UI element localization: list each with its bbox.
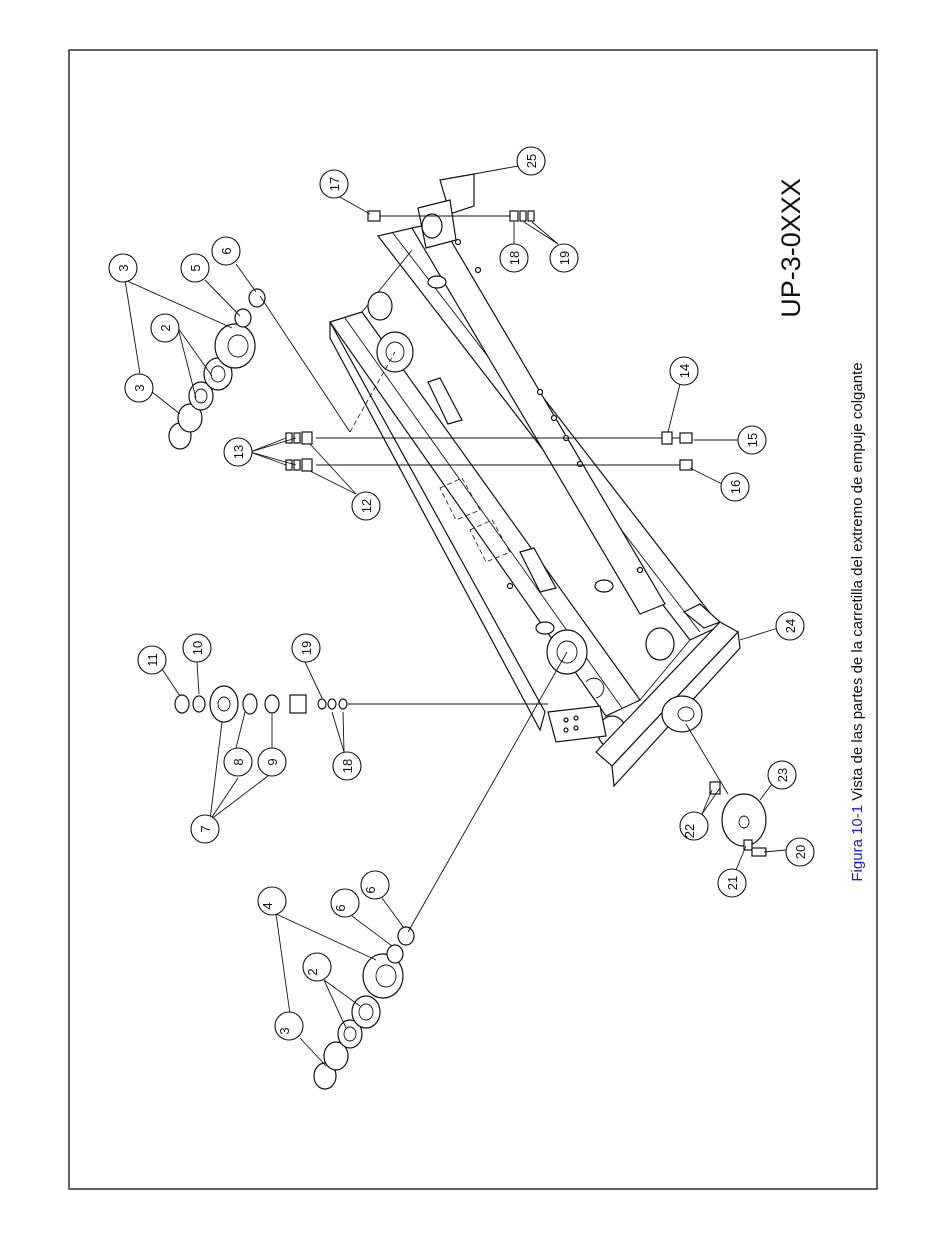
callout-5a: 5 — [181, 254, 209, 282]
callout-label: 2 — [305, 968, 320, 975]
callout-label: 12 — [359, 499, 374, 513]
callout-label: 19 — [299, 641, 314, 655]
callout-9: 9 — [258, 748, 286, 776]
callout-label: 25 — [524, 154, 539, 168]
callout-label: 23 — [775, 768, 790, 782]
callout-17: 17 — [320, 170, 348, 198]
callout-13: 13 — [224, 438, 252, 466]
callout-label: 21 — [725, 876, 740, 890]
callout-label: 16 — [728, 480, 743, 494]
callout-label: 18 — [340, 759, 355, 773]
callout-11: 11 — [138, 646, 166, 674]
callout-23: 23 — [768, 761, 796, 789]
callout-18b: 18 — [333, 752, 361, 780]
callout-label: 5 — [188, 264, 203, 271]
callout-16: 16 — [721, 473, 749, 501]
callout-25: 25 — [517, 147, 545, 175]
callout-15: 15 — [738, 426, 766, 454]
callout-20: 20 — [786, 838, 814, 866]
callout-2a: 2 — [151, 314, 179, 342]
caption-text: Vista de las partes de la carretilla del… — [849, 362, 866, 804]
callout-label: 8 — [231, 758, 246, 765]
callout-19a: 19 — [550, 244, 578, 272]
callout-label: 22 — [682, 824, 697, 838]
callout-label: 24 — [783, 619, 798, 633]
callout-21: 21 — [718, 869, 746, 897]
model-code: UP-3-0XXX — [776, 178, 806, 318]
callout-label: 17 — [327, 177, 342, 191]
callout-14: 14 — [670, 357, 698, 385]
callout-label: 14 — [677, 364, 692, 378]
callout-10: 10 — [183, 634, 211, 662]
callout-label: 9 — [265, 758, 280, 765]
callout-2b: 2 — [303, 953, 331, 981]
callout-label: 20 — [793, 845, 808, 859]
callout-3a: 3 — [125, 374, 153, 402]
callout-6b: 6 — [361, 871, 389, 899]
callout-label: 6 — [219, 247, 234, 254]
callout-label: 15 — [745, 433, 760, 447]
callout-label: 7 — [198, 825, 213, 832]
callout-label: 3 — [116, 264, 131, 271]
figure-caption: Figura 10-1 Vista de las partes de la ca… — [849, 362, 866, 881]
callout-6a: 6 — [212, 237, 240, 265]
guide-roller-assembly — [175, 686, 548, 722]
callout-label: 6 — [363, 886, 378, 893]
callout-7: 7 — [191, 815, 219, 843]
callout-label: 6 — [333, 904, 348, 911]
callout-5b: 6 — [331, 889, 359, 917]
callout-22: 22 — [680, 812, 708, 840]
callout-label: 11 — [145, 653, 160, 667]
callout-label: 19 — [557, 251, 572, 265]
caption-prefix: Figura 10-1 — [849, 805, 866, 882]
callout-3b: 3 — [275, 1012, 303, 1040]
callout-label: 10 — [190, 641, 205, 655]
callout-18a: 18 — [500, 244, 528, 272]
callout-label: 13 — [231, 445, 246, 459]
drawing-border — [69, 50, 877, 1189]
callout-24: 24 — [776, 612, 804, 640]
callout-8: 8 — [224, 748, 252, 776]
callout-label: 4 — [260, 902, 275, 909]
callout-label: 2 — [158, 324, 173, 331]
callout-4a: 3 — [109, 254, 137, 282]
callout-label: 3 — [132, 384, 147, 391]
wheel-assembly-lower — [314, 652, 567, 1089]
callout-4b: 4 — [258, 887, 286, 915]
callout-12: 12 — [352, 492, 380, 520]
callout-label: 3 — [277, 1027, 292, 1034]
callout-label: 18 — [507, 251, 522, 265]
callout-19b: 19 — [292, 634, 320, 662]
